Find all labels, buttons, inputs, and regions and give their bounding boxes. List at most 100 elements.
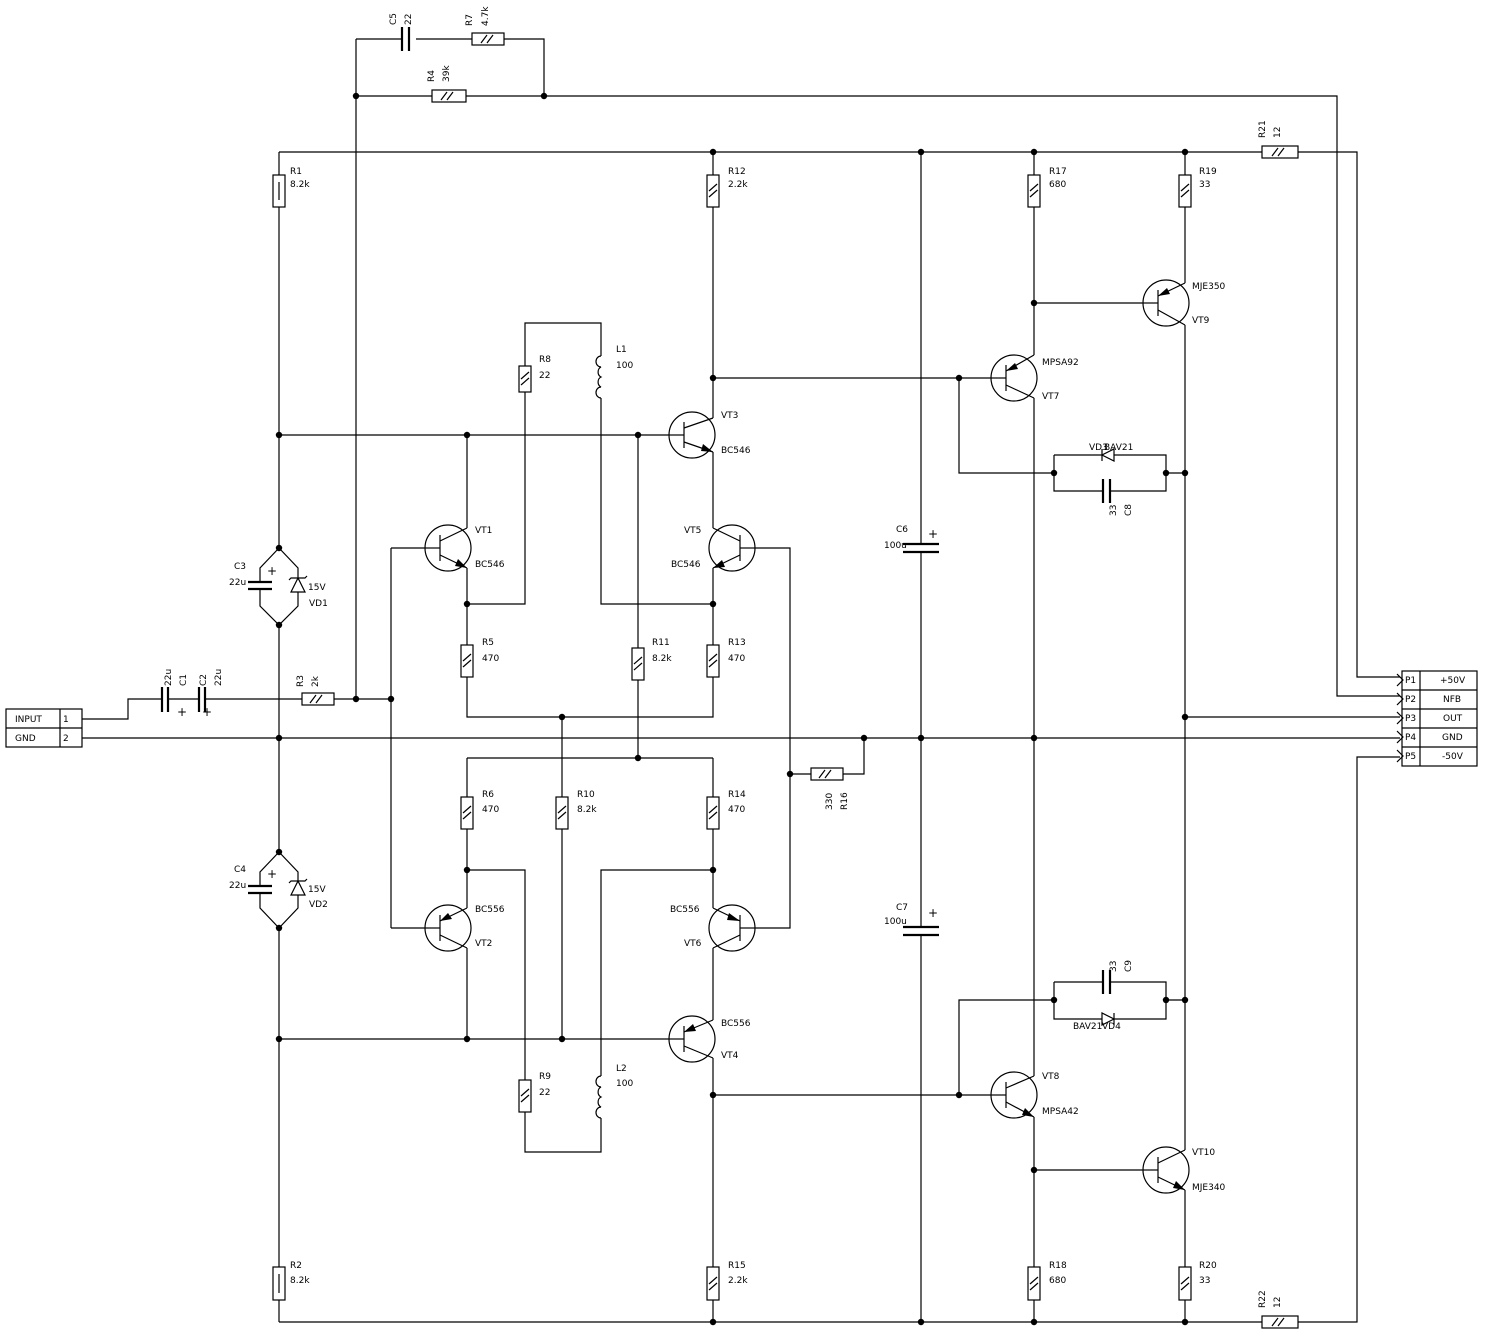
svg-text:VD3: VD3 <box>1089 443 1108 453</box>
svg-text:VT4: VT4 <box>721 1051 739 1061</box>
svg-text:C2: C2 <box>199 674 209 686</box>
svg-text:VT8: VT8 <box>1042 1072 1060 1082</box>
svg-text:R15: R15 <box>728 1261 746 1271</box>
svg-text:470: 470 <box>482 805 499 815</box>
input-connector: INPUT 1 GND 2 <box>5 708 83 748</box>
svg-text:8.2k: 8.2k <box>577 805 597 815</box>
p1-ref: P1 <box>1405 676 1416 686</box>
transistor-vt7: MPSA92 VT7 <box>990 354 1079 402</box>
resistor-r15: R15 2.2k <box>706 1261 748 1301</box>
resistor-r18: R18 680 <box>1027 1261 1067 1301</box>
svg-text:12: 12 <box>1273 127 1283 138</box>
capacitor-c9: 33 C9 <box>1101 960 1134 994</box>
capacitor-c8: 33 C8 <box>1101 479 1134 516</box>
svg-text:BAV21: BAV21 <box>1073 1022 1102 1032</box>
transistor-vt1: VT1 BC546 <box>424 524 505 572</box>
svg-text:+: + <box>177 705 187 719</box>
transistor-vt3: VT3 BC546 <box>668 411 751 459</box>
resistor-r5: R5 470 <box>460 638 499 678</box>
inductor-l2: L2 100 <box>595 1064 633 1119</box>
svg-text:8.2k: 8.2k <box>290 180 310 190</box>
gnd-pin-num: 2 <box>63 734 69 744</box>
svg-text:R7: R7 <box>465 14 475 26</box>
svg-text:R11: R11 <box>652 638 670 648</box>
svg-text:VD4: VD4 <box>1102 1022 1121 1032</box>
svg-text:22: 22 <box>539 371 550 381</box>
p2-ref: P2 <box>1405 695 1416 705</box>
svg-text:R1: R1 <box>290 167 302 177</box>
svg-text:R4: R4 <box>427 70 437 82</box>
svg-text:33: 33 <box>1109 961 1119 972</box>
svg-text:22u: 22u <box>214 669 224 686</box>
inductor-l1: L1 100 <box>595 345 633 399</box>
svg-text:MJE350: MJE350 <box>1192 282 1226 292</box>
resistor-r7: R7 4.7k <box>465 6 505 46</box>
p3-name: OUT <box>1443 714 1463 724</box>
p5-ref: P5 <box>1405 752 1416 762</box>
resistor-r16: 330 R16 <box>810 767 850 810</box>
p4-ref: P4 <box>1405 733 1416 743</box>
svg-text:22u: 22u <box>229 578 246 588</box>
transistor-vt6: BC556 VT6 <box>670 904 756 952</box>
svg-text:680: 680 <box>1049 180 1066 190</box>
svg-text:R16: R16 <box>840 792 850 810</box>
svg-text:2.2k: 2.2k <box>728 1276 748 1286</box>
svg-text:VT9: VT9 <box>1192 316 1210 326</box>
transistor-vt10: VT10 MJE340 <box>1142 1146 1226 1194</box>
svg-text:22: 22 <box>539 1088 550 1098</box>
svg-text:470: 470 <box>728 805 745 815</box>
svg-text:100u: 100u <box>884 541 907 551</box>
svg-text:R22: R22 <box>1258 1290 1268 1308</box>
transistor-vt9: MJE350 VT9 <box>1142 279 1226 327</box>
resistor-r11: R11 8.2k <box>631 638 672 681</box>
p5-name: -50V <box>1442 752 1464 762</box>
svg-text:22u: 22u <box>164 669 174 686</box>
svg-text:33: 33 <box>1109 505 1119 516</box>
resistor-r4: R4 39k <box>427 65 467 103</box>
svg-text:R3: R3 <box>296 675 306 687</box>
svg-text:MPSA92: MPSA92 <box>1042 358 1079 368</box>
svg-text:470: 470 <box>482 654 499 664</box>
svg-text:15V: 15V <box>308 885 326 895</box>
capacitor-c1: 22u C1 + <box>160 669 189 719</box>
svg-text:R9: R9 <box>539 1072 551 1082</box>
svg-text:C9: C9 <box>1124 960 1134 972</box>
resistor-r3: R3 2k <box>296 675 335 706</box>
svg-text:+: + <box>267 867 277 881</box>
resistor-r22: R22 12 <box>1258 1290 1299 1329</box>
svg-text:VT2: VT2 <box>475 939 492 949</box>
svg-text:8.2k: 8.2k <box>652 654 672 664</box>
resistor-r17: R17 680 <box>1027 167 1067 208</box>
transistor-vt4: BC556 VT4 <box>668 1015 751 1063</box>
p1-name: +50V <box>1440 676 1466 686</box>
p2-name: NFB <box>1443 695 1461 705</box>
svg-text:R20: R20 <box>1199 1261 1217 1271</box>
svg-text:33: 33 <box>1199 1276 1210 1286</box>
resistor-r6: R6 470 <box>460 790 499 830</box>
svg-text:680: 680 <box>1049 1276 1066 1286</box>
resistor-r2: R2 8.2k <box>272 1261 310 1301</box>
junctions <box>275 92 1189 1326</box>
svg-text:BC556: BC556 <box>670 905 700 915</box>
diode-vd4: BAV21 VD4 <box>1073 1012 1121 1032</box>
svg-text:L2: L2 <box>616 1064 627 1074</box>
svg-text:BC546: BC546 <box>721 446 751 456</box>
capacitor-c7: + C7 100u <box>884 903 939 937</box>
svg-text:C3: C3 <box>234 562 246 572</box>
svg-text:BAV21: BAV21 <box>1104 443 1133 453</box>
transistor-vt2: BC556 VT2 <box>424 904 505 952</box>
svg-text:L1: L1 <box>616 345 627 355</box>
transistor-vt8: VT8 MPSA42 <box>990 1071 1079 1119</box>
svg-text:100u: 100u <box>884 917 907 927</box>
output-connector: P1 +50V P2 NFB P3 OUT P4 GND P5 -50V <box>1396 670 1478 767</box>
svg-text:VD1: VD1 <box>309 599 328 609</box>
svg-text:R19: R19 <box>1199 167 1217 177</box>
svg-text:22u: 22u <box>229 881 246 891</box>
svg-text:C6: C6 <box>896 525 908 535</box>
svg-text:22: 22 <box>404 14 414 25</box>
svg-text:C1: C1 <box>179 674 189 686</box>
capacitor-c4: + C4 22u <box>229 865 277 895</box>
svg-text:BC546: BC546 <box>671 560 701 570</box>
wires <box>82 38 1400 1323</box>
